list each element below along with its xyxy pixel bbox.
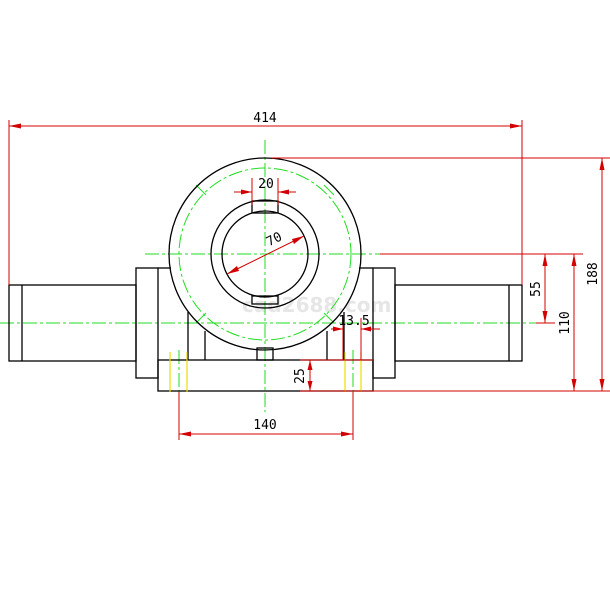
svg-text:13.5: 13.5: [338, 314, 369, 329]
svg-text:110: 110: [558, 311, 573, 334]
svg-text:140: 140: [253, 418, 276, 433]
dimension-70: 70: [226, 230, 305, 275]
svg-text:70: 70: [264, 230, 285, 250]
svg-text:414: 414: [253, 111, 277, 126]
svg-text:20: 20: [258, 177, 274, 192]
svg-text:25: 25: [293, 368, 308, 384]
dimension-13-5: 13.5: [331, 314, 380, 360]
dimension-140: 140: [178, 392, 354, 440]
part-outline: [8, 157, 523, 392]
dimension-25: 25: [293, 359, 373, 391]
svg-text:55: 55: [529, 281, 544, 297]
dimension-55-110-188: 55 110 188: [272, 157, 610, 392]
dimension-20: 20: [234, 177, 296, 205]
svg-text:188: 188: [586, 262, 601, 285]
dimension-414: 414: [8, 111, 523, 285]
